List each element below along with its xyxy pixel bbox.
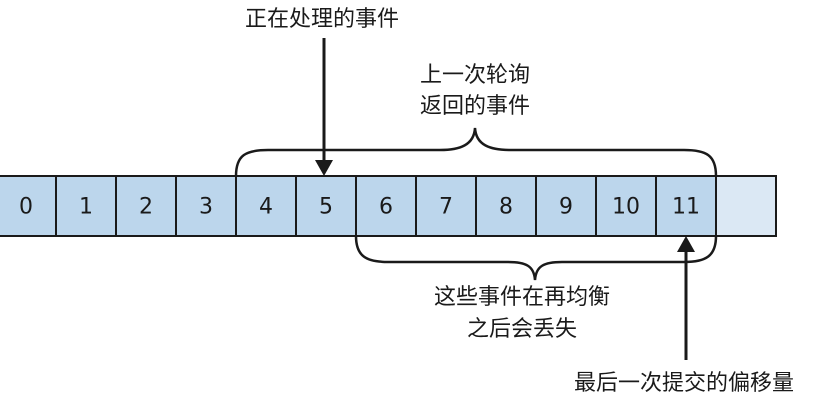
offset-cell-number: 7: [439, 195, 453, 220]
processing-event-arrowhead: [315, 160, 333, 176]
offset-cell-number: 9: [559, 195, 573, 220]
last-committed-offset-label: 最后一次提交的偏移量: [574, 371, 794, 396]
offset-cell-3: [175, 175, 237, 237]
offset-cells: 0 1 2 3 4 5 6 7 8 9 10 11: [0, 175, 777, 237]
offset-cell-number: 6: [379, 195, 393, 220]
offset-cell-number: 0: [19, 195, 33, 220]
offset-cell-11: [655, 175, 717, 237]
offset-cell-number: 1: [79, 195, 93, 220]
offset-cell-9: [535, 175, 597, 237]
processing-event-label: 正在处理的事件: [245, 7, 399, 32]
offset-cell-number: 10: [612, 195, 640, 220]
last-poll-label-line2: 返回的事件: [420, 94, 530, 119]
offset-cell-5: [295, 175, 357, 237]
offset-cell-number: 4: [259, 195, 273, 220]
offset-cell-number: 5: [319, 195, 333, 220]
offset-cell-number: 11: [672, 195, 700, 220]
committed-offset-arrowhead: [677, 236, 695, 252]
offset-cell-number: 8: [499, 195, 513, 220]
offset-cell-number: 2: [139, 195, 153, 220]
offset-cell-number: 3: [199, 195, 213, 220]
last-poll-brace: [234, 127, 718, 177]
last-poll-label-line1: 上一次轮询: [420, 63, 530, 88]
offset-cell-7: [415, 175, 477, 237]
lost-events-label-line2: 之后会丢失: [467, 317, 577, 342]
offset-cell-empty: [715, 175, 777, 237]
lost-events-brace: [354, 235, 718, 281]
lost-events-label-line1: 这些事件在再均衡: [434, 285, 610, 310]
